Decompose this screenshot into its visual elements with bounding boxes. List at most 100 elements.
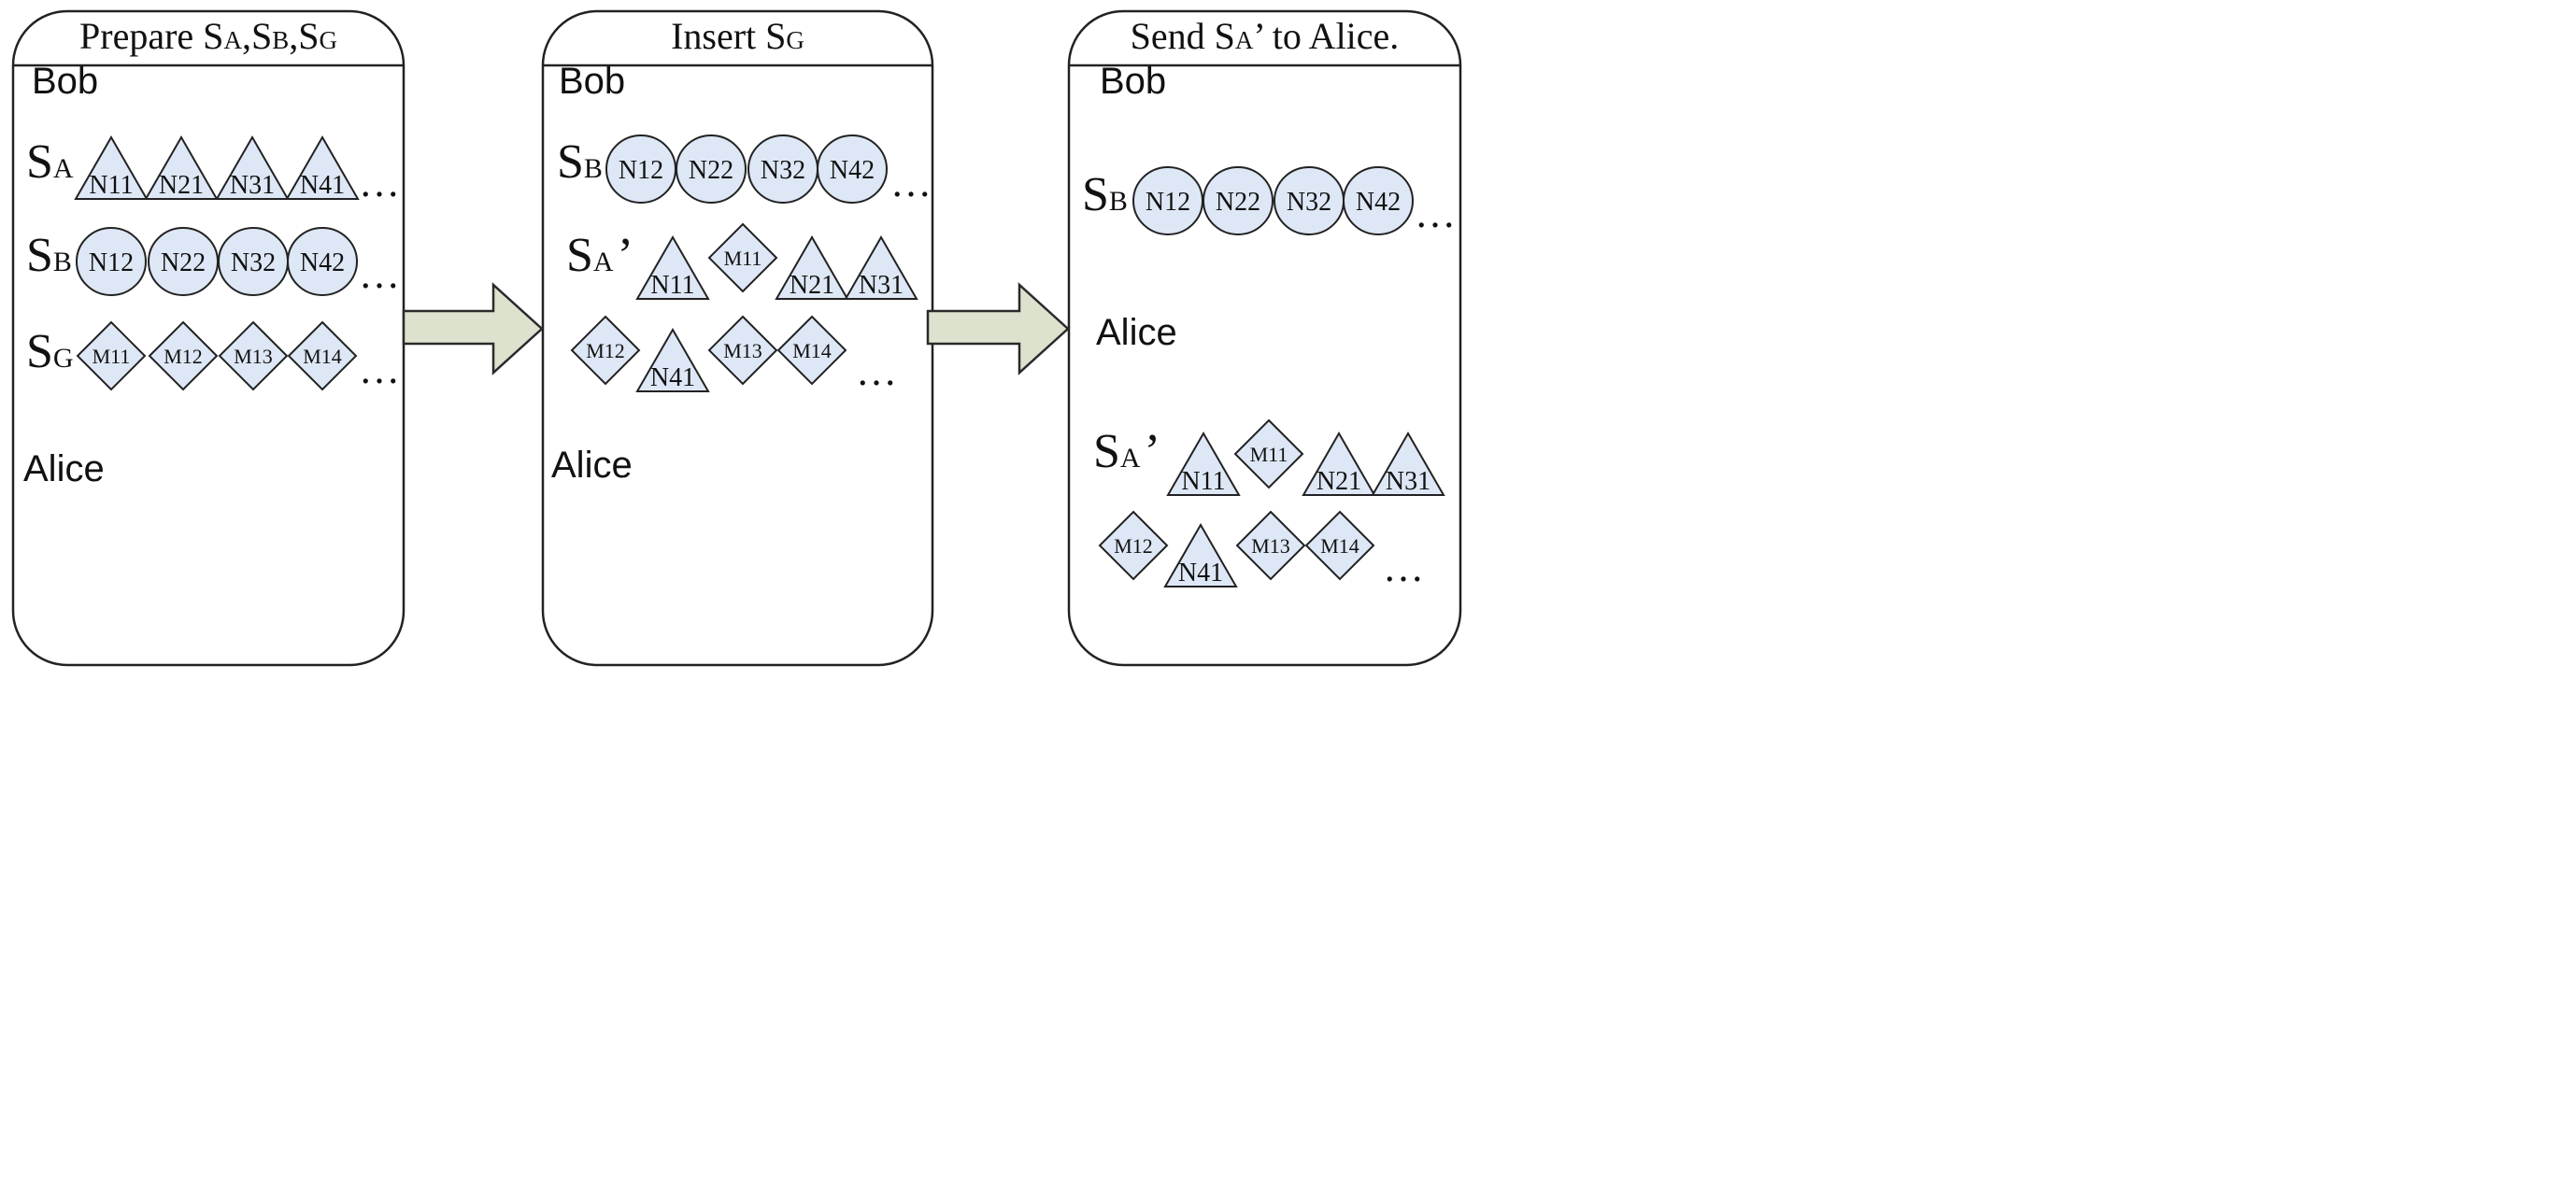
diamond-shape xyxy=(1235,510,1306,581)
ellipsis: … xyxy=(359,347,400,392)
node-label: N42 xyxy=(1356,188,1401,217)
triangle-node: N41 xyxy=(1163,522,1238,587)
panel-title-part: G xyxy=(786,26,804,54)
node-label: N12 xyxy=(89,248,134,277)
circle-node: N32 xyxy=(1274,166,1345,235)
triangle-node: N11 xyxy=(635,234,710,300)
triangle-node: N41 xyxy=(635,327,710,392)
ellipsis: … xyxy=(359,251,400,297)
diamond-shape xyxy=(1233,418,1304,489)
triangle-node: N11 xyxy=(1166,431,1241,496)
panel-title-part: Send S xyxy=(1131,15,1235,57)
panel-title-part: ’ to Alice. xyxy=(1253,15,1399,57)
sequence-letter: S xyxy=(557,135,584,189)
diamond-node: M12 xyxy=(570,315,641,386)
triangle-shape xyxy=(1302,431,1376,496)
node-label: N41 xyxy=(300,171,345,200)
triangle-shape xyxy=(635,234,710,300)
sequence-label: SB xyxy=(26,229,72,282)
circle-shape xyxy=(76,227,147,296)
sequence-letter: S xyxy=(26,325,53,378)
triangle-node: N21 xyxy=(1302,431,1376,496)
triangle-shape xyxy=(1166,431,1241,496)
alice-label: Alice xyxy=(23,448,105,489)
diamond-node: M11 xyxy=(1233,418,1304,489)
circle-node: N12 xyxy=(76,227,147,296)
sequence-subscript: A xyxy=(53,153,74,184)
triangle-shape xyxy=(635,327,710,392)
sequence-label: SG xyxy=(26,325,74,378)
sequence-label: SB xyxy=(557,135,603,189)
alice-label: Alice xyxy=(1096,312,1177,353)
node-label: N21 xyxy=(790,271,834,300)
node-label: M12 xyxy=(164,345,203,368)
panel-title-part: Prepare S xyxy=(79,15,223,57)
triangle-shape xyxy=(74,134,149,200)
node-label: M11 xyxy=(1250,443,1288,466)
sequence-letter: S xyxy=(26,135,53,189)
triangle-node: N21 xyxy=(775,234,849,300)
sequence-subscript: A xyxy=(593,247,614,277)
sequence-row: SG M11 M12 M13 M14… xyxy=(26,320,400,392)
panel-title-part: ,S xyxy=(289,15,319,57)
node-label: N41 xyxy=(650,363,695,392)
node-label: M11 xyxy=(724,247,762,270)
panel-title-part: A xyxy=(1235,26,1254,54)
node-label: M12 xyxy=(1114,534,1153,558)
node-label: N22 xyxy=(1216,188,1260,217)
ellipsis: … xyxy=(890,160,932,205)
node-label: M11 xyxy=(93,345,131,368)
diamond-shape xyxy=(287,320,358,391)
node-label: N11 xyxy=(89,171,133,200)
flow-arrow-1 xyxy=(402,282,544,375)
circle-node: N12 xyxy=(605,134,676,204)
diamond-node: M14 xyxy=(776,315,847,386)
node-label: M13 xyxy=(723,339,762,362)
diamond-node: M11 xyxy=(76,320,147,391)
circle-node: N32 xyxy=(218,227,289,296)
sequence-letter: S xyxy=(566,229,593,282)
sequence-letter: S xyxy=(1093,425,1120,478)
node-label: N22 xyxy=(689,156,733,185)
sequence-subscript: G xyxy=(53,343,74,374)
bob-label: Bob xyxy=(32,61,98,102)
node-label: N21 xyxy=(1316,467,1361,496)
node-label: N42 xyxy=(830,156,875,185)
node-label: M12 xyxy=(586,339,625,362)
circle-node: N22 xyxy=(1203,166,1274,235)
diamond-node: M14 xyxy=(287,320,358,391)
panel-frame xyxy=(11,9,406,667)
diamond-node: M13 xyxy=(1235,510,1306,581)
node-label: N12 xyxy=(619,156,663,185)
node-label: N31 xyxy=(230,171,275,200)
node-label: M13 xyxy=(234,345,273,368)
triangle-shape xyxy=(1371,431,1445,496)
sequence-prime: ’ xyxy=(618,229,633,282)
sequence-label: SA’ xyxy=(566,229,633,282)
triangle-shape xyxy=(285,134,360,200)
circle-node: N42 xyxy=(1343,166,1414,235)
sequence-subscript: B xyxy=(53,247,72,277)
panel-title: Send SA’ to Alice. xyxy=(1131,15,1400,57)
flow-arrow-2 xyxy=(926,282,1070,375)
sequence-label: SB xyxy=(1082,168,1128,221)
diamond-shape xyxy=(1304,510,1375,581)
bob-label: Bob xyxy=(559,61,625,102)
sequence-subscript: A xyxy=(1120,443,1141,474)
triangle-shape xyxy=(215,134,290,200)
node-label: M14 xyxy=(792,339,832,362)
node-label: N21 xyxy=(159,171,204,200)
circle-node: N42 xyxy=(287,227,358,296)
panel-title: Prepare SA,SB,SG xyxy=(79,15,337,57)
node-label: M13 xyxy=(1251,534,1290,558)
diamond-shape xyxy=(776,315,847,386)
panel-title-part: Insert S xyxy=(671,15,786,57)
circle-shape xyxy=(817,134,888,204)
sequence-subscript: B xyxy=(584,153,603,184)
